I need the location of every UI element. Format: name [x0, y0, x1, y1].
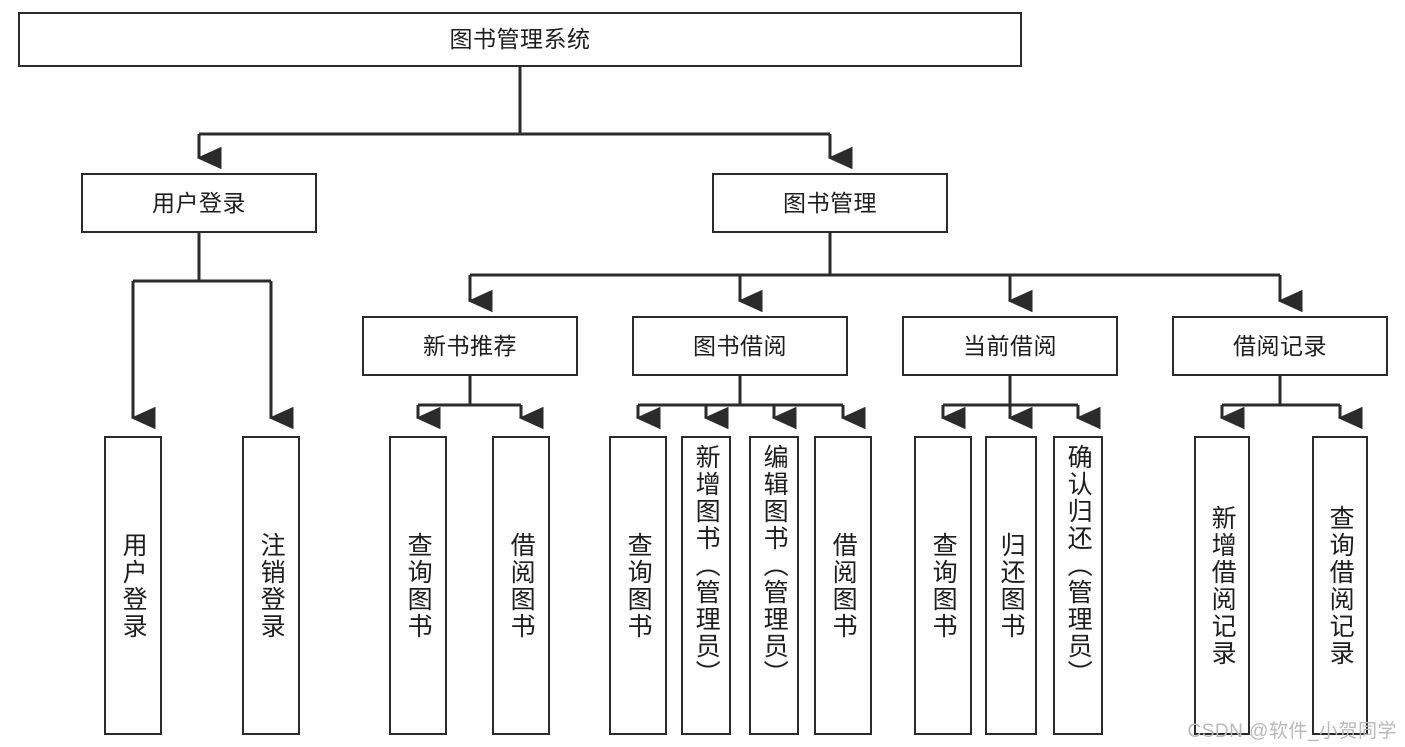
leaf-borrow-book-recommend[interactable]: 借阅图书	[492, 436, 550, 735]
node-label: 新书推荐	[423, 332, 517, 359]
node-label: 图书管理系统	[449, 26, 591, 53]
watermark-text: CSDN @软件_小贺同学	[1187, 721, 1397, 742]
node-label: 借阅图书	[829, 531, 858, 640]
leaf-return-book[interactable]: 归还图书	[985, 436, 1037, 735]
node-label: 查询图书	[404, 531, 433, 640]
node-label: 归还图书	[997, 531, 1026, 640]
node-label: 用户登录	[119, 531, 148, 640]
node-label: 查询图书	[929, 531, 958, 640]
leaf-user-login[interactable]: 用户登录	[104, 436, 162, 735]
node-new-book-recommend[interactable]: 新书推荐	[362, 316, 578, 376]
leaf-query-book-recommend[interactable]: 查询图书	[389, 436, 447, 735]
node-label: 借阅图书	[507, 531, 536, 640]
leaf-add-book-admin[interactable]: 新增图书（管理员）	[681, 436, 731, 735]
leaf-logout[interactable]: 注销登录	[242, 436, 300, 735]
leaf-edit-book-admin[interactable]: 编辑图书（管理员）	[749, 436, 799, 735]
node-label: 图书借阅	[693, 332, 787, 359]
leaf-query-book-current[interactable]: 查询图书	[914, 436, 972, 735]
node-label: 新增图书（管理员）	[692, 444, 721, 687]
leaf-confirm-return-admin[interactable]: 确认归还（管理员）	[1053, 436, 1103, 735]
node-label: 用户登录	[152, 189, 246, 216]
node-borrow-records[interactable]: 借阅记录	[1172, 316, 1388, 376]
leaf-add-borrow-record[interactable]: 新增借阅记录	[1194, 436, 1250, 735]
node-label: 借阅记录	[1233, 332, 1327, 359]
node-label: 查询借阅记录	[1326, 504, 1355, 667]
node-label: 当前借阅	[963, 332, 1057, 359]
leaf-borrow-book[interactable]: 借阅图书	[814, 436, 872, 735]
node-label: 新增借阅记录	[1208, 504, 1237, 667]
node-current-borrow[interactable]: 当前借阅	[902, 316, 1118, 376]
node-book-borrow[interactable]: 图书借阅	[632, 316, 848, 376]
node-user-login[interactable]: 用户登录	[81, 173, 317, 233]
node-label: 注销登录	[257, 531, 286, 640]
node-label: 图书管理	[783, 189, 877, 216]
leaf-query-borrow-record[interactable]: 查询借阅记录	[1312, 436, 1368, 735]
node-book-management[interactable]: 图书管理	[712, 173, 948, 233]
node-label: 编辑图书（管理员）	[760, 444, 789, 687]
node-label: 查询图书	[624, 531, 653, 640]
node-label: 确认归还（管理员）	[1064, 444, 1093, 687]
leaf-query-book-borrow[interactable]: 查询图书	[609, 436, 667, 735]
node-root-system[interactable]: 图书管理系统	[18, 12, 1022, 67]
